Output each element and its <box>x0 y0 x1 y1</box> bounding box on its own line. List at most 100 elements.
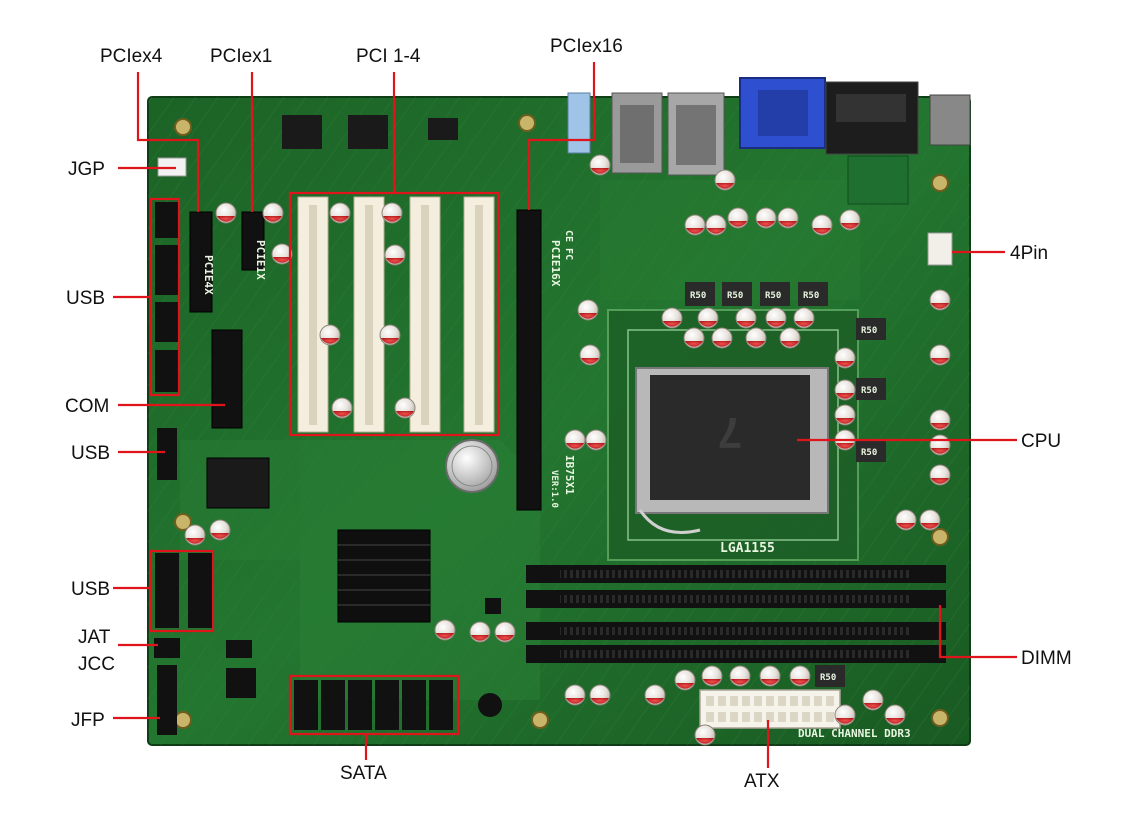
svg-text:R50: R50 <box>690 291 706 301</box>
capacitor-band <box>729 221 747 227</box>
capacitor-band <box>897 523 915 529</box>
svg-text:CE FC: CE FC <box>563 230 574 260</box>
capacitor-band <box>836 393 854 399</box>
labels: PCIex4 PCIex1 PCI 1-4 PCIex16 JGP USB CO… <box>65 36 1072 792</box>
label-sata: SATA <box>340 763 387 784</box>
capacitor-band <box>781 341 799 347</box>
capacitor-band <box>931 478 949 484</box>
pciex16-slot: PCIE16X CE FC IB75X1 VER:1.0 <box>516 209 576 511</box>
capacitor-band <box>779 221 797 227</box>
label-jat: JAT <box>78 627 111 648</box>
capacitor-band <box>767 321 785 327</box>
capacitor-band <box>685 341 703 347</box>
capacitor-band <box>646 698 664 704</box>
label-usb-top: USB <box>66 288 105 309</box>
label-usb-bottom: USB <box>71 579 110 600</box>
capacitor-band <box>686 228 704 234</box>
svg-text:7: 7 <box>718 408 742 457</box>
svg-text:R50: R50 <box>861 448 877 458</box>
capacitor-band <box>396 411 414 417</box>
capacitor-band <box>676 683 694 689</box>
label-usb-mid: USB <box>71 443 110 464</box>
capacitor-band <box>703 679 721 685</box>
capacitor-band <box>931 303 949 309</box>
capacitor-band <box>436 633 454 639</box>
capacitor-band <box>273 257 291 263</box>
capacitor-band <box>333 411 351 417</box>
capacitor-band <box>841 223 859 229</box>
svg-text:PCIE16X: PCIE16X <box>549 240 562 287</box>
label-jgp: JGP <box>68 159 105 180</box>
capacitor-band <box>211 533 229 539</box>
capacitor-band <box>795 321 813 327</box>
capacitor-band <box>587 443 605 449</box>
small-chips <box>226 598 502 717</box>
label-pciex1: PCIex1 <box>210 46 272 67</box>
capacitor-band <box>386 258 404 264</box>
com-header <box>211 329 243 429</box>
svg-text:PCIE1X: PCIE1X <box>254 240 267 280</box>
capacitor-band <box>566 443 584 449</box>
capacitor-band <box>761 679 779 685</box>
label-pciex4: PCIex4 <box>100 46 163 67</box>
cmos-battery <box>445 439 499 493</box>
capacitor-band <box>716 183 734 189</box>
capacitor-band <box>931 423 949 429</box>
dimm-slots <box>526 565 946 663</box>
label-pciex16: PCIex16 <box>550 36 623 57</box>
capacitor-band <box>696 738 714 744</box>
capacitor-band <box>836 418 854 424</box>
capacitor-band <box>591 168 609 174</box>
capacitors <box>184 154 951 746</box>
label-jcc: JCC <box>78 654 115 675</box>
label-pci14: PCI 1-4 <box>356 46 421 67</box>
capacitor-band <box>886 718 904 724</box>
capacitor-band <box>579 313 597 319</box>
top-chips <box>157 115 909 205</box>
capacitor-band <box>931 358 949 364</box>
svg-text:R50: R50 <box>820 673 836 683</box>
capacitor-band <box>713 341 731 347</box>
capacitor-band <box>591 698 609 704</box>
sata-ports <box>294 680 453 730</box>
capacitor-band <box>471 635 489 641</box>
chipset-heatsink <box>337 529 431 623</box>
capacitor-band <box>581 358 599 364</box>
capacitor-band <box>731 679 749 685</box>
svg-text:R50: R50 <box>861 386 877 396</box>
four-pin-connector <box>927 232 953 266</box>
capacitor-band <box>813 228 831 234</box>
capacitor-band <box>836 361 854 367</box>
capacitor-band <box>836 443 854 449</box>
capacitor-band <box>217 216 235 222</box>
capacitor-band <box>381 338 399 344</box>
capacitor-band <box>864 703 882 709</box>
label-atx: ATX <box>744 771 780 792</box>
capacitor-band <box>321 338 339 344</box>
capacitor-band <box>186 538 204 544</box>
capacitor-band <box>566 698 584 704</box>
svg-text:LGA1155: LGA1155 <box>720 541 775 556</box>
capacitor-band <box>699 321 717 327</box>
cpu-socket: 7 LGA1155 <box>607 309 859 561</box>
power-chokes: R50 R50 R50 R50 R50 R50 R50 R50 <box>685 282 886 687</box>
label-cpu: CPU <box>1021 431 1061 452</box>
capacitor-band <box>331 216 349 222</box>
svg-text:R50: R50 <box>765 291 781 301</box>
atx-connector: DUAL CHANNEL DDR3 <box>699 689 911 740</box>
capacitor-band <box>791 679 809 685</box>
label-dimm: DIMM <box>1021 648 1072 669</box>
left-headers <box>154 202 212 735</box>
callouts <box>113 62 1017 768</box>
pciex1-slot: PCIE1X <box>241 211 267 280</box>
label-4pin: 4Pin <box>1010 243 1048 264</box>
svg-text:R50: R50 <box>861 326 877 336</box>
capacitor-band <box>264 216 282 222</box>
capacitor-band <box>836 718 854 724</box>
label-jfp: JFP <box>71 710 105 731</box>
capacitor-band <box>747 341 765 347</box>
capacitor-band <box>663 321 681 327</box>
capacitor-band <box>921 523 939 529</box>
svg-text:R50: R50 <box>803 291 819 301</box>
